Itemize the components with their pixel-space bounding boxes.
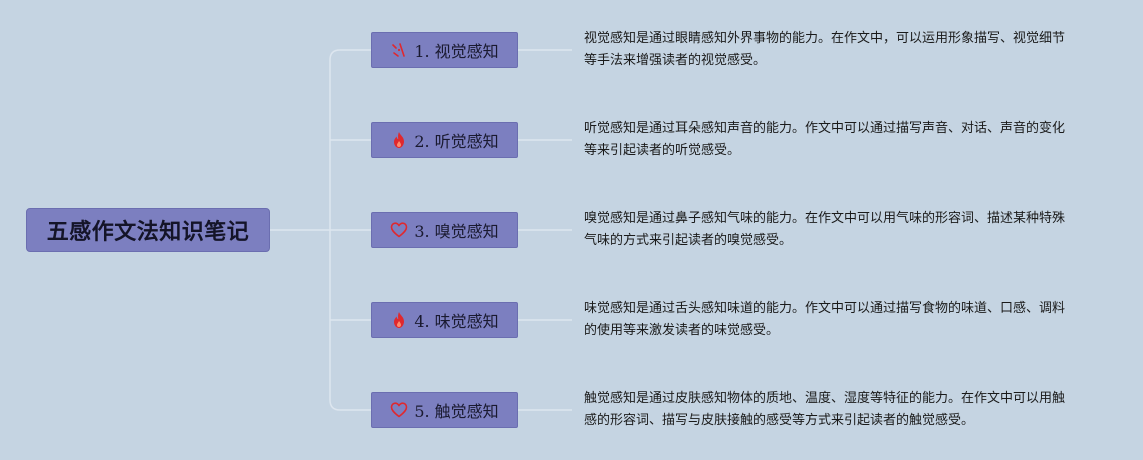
branch-label-tactile: 5. 触觉感知 — [414, 402, 499, 421]
branch-node-gustatory[interactable]: 4. 味觉感知 — [371, 302, 518, 338]
heart-icon — [390, 401, 408, 419]
sparkle-icon — [390, 41, 408, 59]
branch-node-tactile[interactable]: 5. 触觉感知 — [371, 392, 518, 428]
branch-connector-1 — [329, 49, 371, 230]
root-topic-label: 五感作文法知识笔记 — [46, 220, 250, 245]
description-gustatory: 味觉感知是通过舌头感知味道的能力。作文中可以通过描写食物的味道、口感、调料的使用… — [584, 301, 1066, 338]
branch-node-visual[interactable]: 1. 视觉感知 — [371, 32, 518, 68]
branch-node-olfactory[interactable]: 3. 嗅觉感知 — [371, 212, 518, 248]
branch-label-visual: 1. 视觉感知 — [414, 42, 499, 61]
branch-label-gustatory: 4. 味觉感知 — [414, 312, 499, 331]
fire-icon — [390, 131, 408, 149]
branch-node-auditory[interactable]: 2. 听觉感知 — [371, 122, 518, 158]
description-auditory: 听觉感知是通过耳朵感知声音的能力。作文中可以通过描写声音、对话、声音的变化等来引… — [584, 121, 1066, 158]
root-topic-node[interactable]: 五感作文法知识笔记 — [26, 208, 270, 252]
fire-icon — [390, 311, 408, 329]
branch-label-olfactory: 3. 嗅觉感知 — [414, 222, 499, 241]
branch-connector-5 — [329, 230, 371, 411]
description-tactile: 触觉感知是通过皮肤感知物体的质地、温度、湿度等特征的能力。在作文中可以用触感的形… — [584, 391, 1066, 428]
branch-label-auditory: 2. 听觉感知 — [414, 132, 499, 151]
description-olfactory: 嗅觉感知是通过鼻子感知气味的能力。在作文中可以用气味的形容词、描述某种特殊气味的… — [584, 211, 1066, 248]
description-visual: 视觉感知是通过眼睛感知外界事物的能力。在作文中，可以运用形象描写、视觉细节等手法… — [584, 31, 1066, 68]
heart-icon — [390, 221, 408, 239]
